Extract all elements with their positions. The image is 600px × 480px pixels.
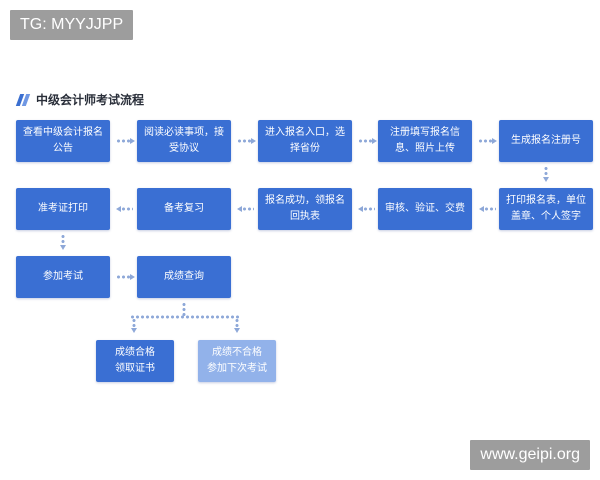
arrow-down-icon <box>234 328 240 333</box>
arrow-down-icon <box>60 245 66 250</box>
step-score-inquiry: 成绩查询 <box>137 256 231 298</box>
diagram-title: 中级会计师考试流程 <box>15 92 145 108</box>
arrow-right-icon <box>130 274 135 280</box>
arrow-right-icon <box>251 138 256 144</box>
connector-7-8 <box>363 207 375 211</box>
connector-4-5 <box>478 139 492 143</box>
step-registration-success: 报名成功，领报名 回执表 <box>258 188 352 230</box>
slash-icon <box>15 94 31 106</box>
connector-1-2 <box>116 139 130 143</box>
step-enter-portal: 进入报名入口，选 择省份 <box>258 120 352 162</box>
connector-9-10 <box>121 207 133 211</box>
arrow-left-icon <box>358 206 363 212</box>
connector-branch-fail <box>235 318 239 328</box>
connector-branch-horizontal <box>130 315 240 319</box>
arrow-right-icon <box>492 138 497 144</box>
step-generate-number: 生成报名注册号 <box>499 120 593 162</box>
step-fail-retake: 成绩不合格 参加下次考试 <box>198 340 276 382</box>
watermark-top-left: TG: MYYJJPP <box>10 10 134 40</box>
step-print-form: 打印报名表，单位 盖章、个人签字 <box>499 188 593 230</box>
connector-2-3 <box>237 139 251 143</box>
step-study-review: 备考复习 <box>137 188 231 230</box>
step-take-exam: 参加考试 <box>16 256 110 298</box>
connector-11-12 <box>116 275 130 279</box>
watermark-bottom-right: www.geipi.org <box>470 440 590 470</box>
step-read-notice: 阅读必读事项，接 受协议 <box>137 120 231 162</box>
connector-5-6 <box>544 166 548 176</box>
step-register-info: 注册填写报名信 息、照片上传 <box>378 120 472 162</box>
arrow-right-icon <box>372 138 377 144</box>
arrow-left-icon <box>479 206 484 212</box>
connector-8-9 <box>242 207 254 211</box>
arrow-down-icon <box>543 177 549 182</box>
arrow-right-icon <box>130 138 135 144</box>
arrow-left-icon <box>116 206 121 212</box>
arrow-left-icon <box>237 206 242 212</box>
step-view-announcement: 查看中级会计报名 公告 <box>16 120 110 162</box>
diagram-title-text: 中级会计师考试流程 <box>36 93 145 107</box>
connector-branch-pass <box>132 318 136 328</box>
connector-10-11 <box>61 234 65 244</box>
connector-3-4 <box>358 139 372 143</box>
arrow-down-icon <box>131 328 137 333</box>
step-print-admission: 准考证打印 <box>16 188 110 230</box>
connector-12-branch <box>182 302 186 316</box>
step-pass-certificate: 成绩合格 领取证书 <box>96 340 174 382</box>
step-review-pay: 审核、验证、交费 <box>378 188 472 230</box>
connector-6-7 <box>484 207 496 211</box>
